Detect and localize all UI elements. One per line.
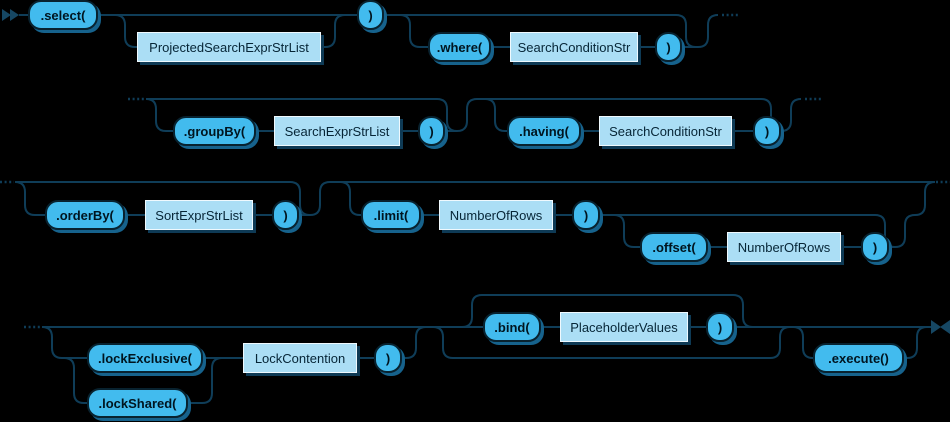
start-terminator-icon: [2, 9, 11, 21]
connector: [682, 14, 719, 48]
sort-expr-str-list-param-box: SortExprStrList: [145, 200, 253, 230]
lock-exclusive-keyword-box: .lockExclusive(: [87, 343, 203, 373]
where-keyword-box: .where(: [428, 32, 491, 62]
connector: [188, 357, 223, 404]
search-expr-str-list-param-box: SearchExprStrList: [274, 116, 400, 146]
connector: [402, 326, 427, 359]
connector: [780, 98, 802, 132]
connector: [146, 98, 458, 132]
where-search-condition-str-param-box: SearchConditionStr: [510, 32, 638, 62]
where-close-paren-box: ): [655, 32, 682, 62]
end-terminator-icon: [940, 320, 950, 334]
offset-keyword-box: .offset(: [640, 232, 708, 262]
placeholder-values-param-box: PlaceholderValues: [560, 312, 688, 342]
offset-number-of-rows-param-box: NumberOfRows: [727, 232, 841, 262]
connector: [792, 326, 814, 359]
end-terminator-icon: [931, 320, 941, 334]
connector: [461, 294, 754, 328]
connector: [114, 14, 137, 48]
connector: [400, 14, 697, 48]
limit-keyword-box: .limit(: [361, 200, 421, 230]
connector: [445, 98, 507, 132]
execute-keyword-box: .execute(): [813, 343, 904, 373]
select-keyword-box: .select(: [28, 0, 98, 30]
connector: [889, 214, 916, 248]
having-search-condition-str-param-box: SearchConditionStr: [599, 116, 732, 146]
lock-shared-keyword-box: .lockShared(: [87, 388, 188, 418]
group-by-keyword-box: .groupBy(: [173, 116, 256, 146]
lock-contention-param-box: LockContention: [243, 343, 357, 373]
connector: [614, 214, 896, 248]
start-terminator-icon: [10, 9, 19, 21]
projected-search-expr-str-list-param-box: ProjectedSearchExprStrList: [137, 32, 321, 62]
connector: [399, 14, 428, 48]
lock-close-paren-box: ): [374, 343, 402, 373]
connector: [145, 98, 173, 132]
connector: [613, 214, 640, 248]
group-by-close-paren-box: ): [418, 116, 445, 146]
connector: [41, 326, 87, 359]
connector: [321, 14, 357, 48]
bind-keyword-box: .bind(: [483, 312, 541, 342]
connector: [904, 326, 928, 359]
connector: [15, 181, 311, 216]
offset-close-paren-box: ): [861, 232, 889, 262]
connector: [432, 326, 791, 359]
bind-close-paren-box: ): [706, 312, 734, 342]
connector: [63, 357, 87, 404]
connector: [299, 181, 361, 216]
having-keyword-box: .having(: [507, 116, 581, 146]
select-close-paren-box: ): [357, 0, 384, 30]
having-close-paren-box: ): [753, 116, 781, 146]
order-by-close-paren-box: ): [272, 200, 299, 230]
connector: [14, 181, 45, 216]
connector: [914, 181, 936, 216]
limit-close-paren-box: ): [572, 200, 600, 230]
limit-number-of-rows-param-box: NumberOfRows: [439, 200, 553, 230]
order-by-keyword-box: .orderBy(: [45, 200, 125, 230]
